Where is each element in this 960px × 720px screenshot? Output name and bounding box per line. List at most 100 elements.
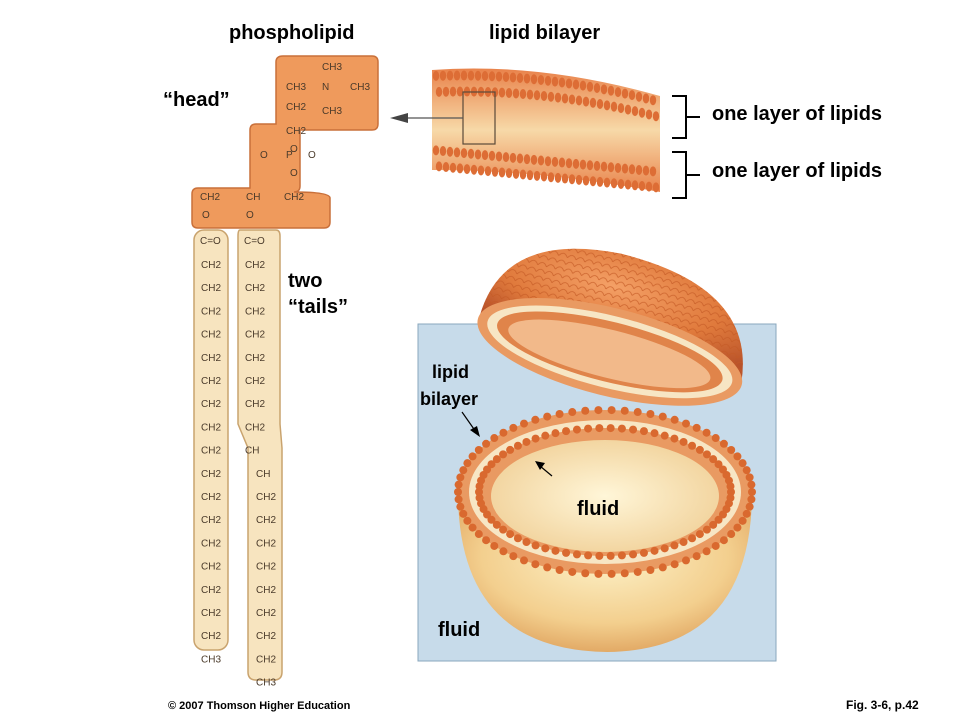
lipid-head-bead: [568, 174, 576, 185]
label-tails-line2: “tails”: [288, 296, 349, 318]
lipid-head-bead: [600, 84, 608, 95]
rim-head-bead: [551, 546, 560, 555]
rim-head-bead: [468, 523, 477, 532]
chem-ch: CH: [256, 469, 270, 480]
chem-ch2: CH2: [256, 608, 276, 619]
lipid-head-bead: [526, 89, 534, 100]
rim-head-bead: [506, 530, 515, 539]
lipid-head-bead: [582, 96, 590, 107]
rim-head-bead: [633, 567, 642, 576]
rim-head-bead: [499, 525, 508, 534]
lipid-head-bead: [442, 162, 450, 173]
rim-head-bead: [727, 530, 736, 539]
chem-carbonyl: C=O: [244, 236, 265, 247]
rim-head-bead: [543, 563, 552, 572]
lipid-head-bead: [530, 74, 538, 85]
lipid-head-bead: [544, 156, 552, 167]
lipid-head-bead: [614, 87, 622, 98]
rim-head-bead: [688, 534, 697, 543]
rim-head-bead: [555, 565, 564, 574]
rim-head-bead: [454, 495, 463, 504]
lipid-head-bead: [449, 162, 457, 173]
chem-ch3: CH3: [201, 654, 221, 665]
chem-ch2: CH2: [201, 330, 221, 341]
rim-head-bead: [475, 488, 483, 496]
lipid-head-bead: [652, 182, 660, 193]
lipid-head-bead: [435, 161, 443, 172]
label-head: “head”: [163, 89, 230, 111]
rim-head-bead: [456, 502, 465, 511]
rim-head-bead: [522, 437, 531, 446]
rim-head-bead: [695, 530, 704, 539]
rim-head-bead: [711, 541, 720, 550]
chem-ch2: CH2: [245, 422, 265, 433]
rim-head-bead: [679, 437, 688, 446]
lipid-head-bead: [537, 74, 545, 85]
lipid-head-bead: [463, 164, 471, 175]
bilayer-pointer-2: [539, 465, 553, 477]
rim-head-bead: [607, 569, 616, 578]
lipid-head-bead: [502, 71, 510, 82]
rim-head-bead: [695, 445, 704, 454]
rim-head-bead: [562, 427, 571, 436]
chem-ch2: CH2: [256, 654, 276, 665]
rim-head-bead: [531, 434, 540, 443]
rim-head-bead: [482, 439, 491, 448]
rim-head-bead: [681, 419, 690, 428]
lipid-head-bead: [491, 166, 499, 177]
rim-head-bead: [522, 538, 531, 547]
rim-head-bead: [572, 425, 581, 434]
rim-head-bead: [670, 415, 679, 424]
rim-head-bead: [581, 406, 590, 415]
rim-head-bead: [733, 452, 742, 461]
lipid-head-bead: [435, 86, 443, 97]
rim-head-bead: [745, 502, 754, 511]
rim-head-bead: [702, 428, 711, 437]
lipid-head-bead: [439, 70, 447, 81]
rim-head-bead: [658, 563, 667, 572]
lipid-head-bead: [638, 180, 646, 191]
rim-head-bead: [483, 465, 492, 474]
rim-head-bead: [692, 423, 701, 432]
lipid-head-bead: [610, 178, 618, 189]
rim-head-bead: [742, 509, 751, 518]
rim-head-bead: [568, 567, 577, 576]
lipid-head-bead: [631, 180, 639, 191]
rim-head-bead: [748, 488, 756, 496]
rim-head-bead: [551, 429, 560, 438]
rim-head-bead: [606, 551, 615, 560]
rim-head-bead: [459, 466, 468, 475]
lipid-head-bead: [565, 158, 573, 169]
lipid-head-bead: [540, 171, 548, 182]
rim-head-bead: [482, 536, 491, 545]
chem-ch2: CH2: [286, 102, 306, 113]
lipid-head-bead: [498, 167, 506, 178]
rim-head-bead: [581, 569, 590, 578]
label-tails-line1: two: [288, 270, 323, 292]
lipid-head-bead: [442, 86, 450, 97]
lipid-head-bead: [439, 146, 447, 157]
lipid-head-bead: [579, 80, 587, 91]
chem-ch2: CH2: [201, 260, 221, 271]
arrow-head-pointer: [390, 113, 408, 123]
rim-head-bead: [617, 424, 626, 433]
lipid-head-bead: [624, 179, 632, 190]
rim-head-bead: [459, 509, 468, 518]
lipid-head-bead: [456, 86, 464, 97]
label-lower-layer: one layer of lipids: [712, 160, 883, 182]
chem-ch2: CH2: [201, 306, 221, 317]
rim-head-bead: [509, 423, 518, 432]
chem-ch2: CH2: [201, 422, 221, 433]
lipid-head-bead: [495, 71, 503, 82]
lipid-head-bead: [460, 70, 468, 81]
chem-ch2: CH2: [256, 515, 276, 526]
chem-ch2: CH2: [201, 562, 221, 573]
chem-ch2: CH2: [245, 330, 265, 341]
lipid-head-bead: [526, 170, 534, 181]
chem-ch2: CH2: [245, 260, 265, 271]
rim-head-bead: [594, 406, 603, 415]
lipid-head-bead: [449, 86, 457, 97]
lipid-head-bead: [432, 145, 440, 156]
lipid-head-bead: [582, 175, 590, 186]
lipid-head-bead: [649, 166, 657, 177]
